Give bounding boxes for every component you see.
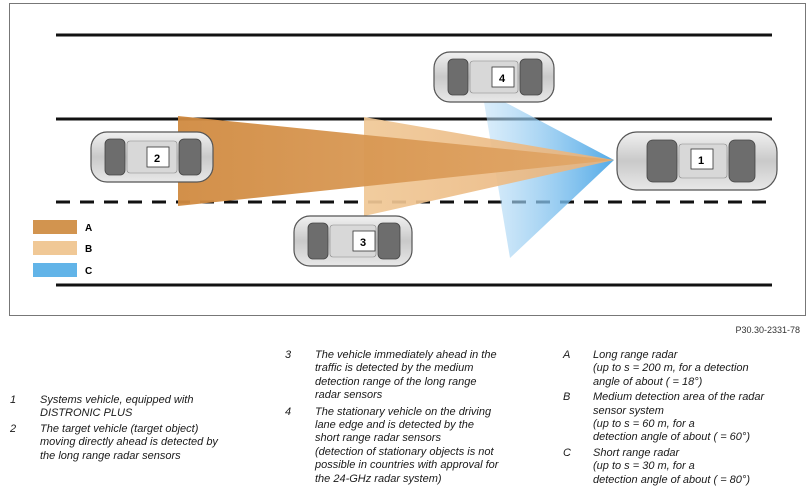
legend-label-c: C — [85, 266, 92, 277]
vehicle-1: 1 — [616, 131, 778, 191]
caption-column-vehicles-1-2: 1 Systems vehicle, equipped with DISTRON… — [10, 394, 260, 463]
caption-item-2: 2 The target vehicle (target object) mov… — [10, 423, 260, 463]
vehicle-1-number: 1 — [698, 155, 704, 167]
caption-item-b: B Medium detection area of the radar sen… — [563, 391, 803, 445]
caption-key: C — [563, 446, 571, 459]
caption-text: Medium detection area of the radar senso… — [593, 391, 765, 444]
caption-text: The target vehicle (target object) movin… — [40, 422, 218, 462]
vehicle-3: 3 — [293, 215, 413, 267]
legend-swatch-a — [33, 220, 77, 234]
caption-key: 4 — [285, 405, 292, 418]
caption-key: 3 — [285, 349, 292, 361]
caption-text: Long range radar (up to s = 200 m, for a… — [593, 349, 749, 388]
legend-swatch-b — [33, 241, 77, 255]
caption-key: 1 — [10, 394, 17, 406]
caption-key: 2 — [10, 422, 17, 435]
caption-key: A — [563, 349, 571, 361]
vehicle-4-number: 4 — [499, 73, 506, 85]
caption-text: Systems vehicle, equipped with DISTRONIC… — [40, 394, 194, 420]
caption-item-3: 3 The vehicle immediately ahead in the t… — [285, 349, 540, 403]
caption-item-a: A Long range radar (up to s = 200 m, for… — [563, 349, 803, 389]
caption-item-1: 1 Systems vehicle, equipped with DISTRON… — [10, 394, 260, 421]
legend-label-b: B — [85, 244, 92, 255]
reference-code: P30.30-2331-78 — [735, 325, 800, 335]
radar-cone-long-range — [178, 116, 614, 206]
vehicle-3-number: 3 — [360, 237, 366, 249]
vehicle-2: 2 — [90, 131, 214, 183]
caption-column-radar-ranges: A Long range radar (up to s = 200 m, for… — [563, 349, 803, 487]
legend-label-a: A — [85, 223, 92, 234]
radar-diagram-canvas: A B C 1 2 3 — [33, 33, 778, 287]
caption-item-4: 4 The stationary vehicle on the driving … — [285, 406, 540, 486]
legend-swatch-c — [33, 263, 77, 277]
caption-key: B — [563, 391, 571, 404]
caption-text: Short range radar (up to s = 30 m, for a… — [593, 446, 750, 486]
vehicle-2-number: 2 — [154, 153, 160, 165]
caption-text: The stationary vehicle on the driving la… — [315, 405, 499, 485]
caption-text: The vehicle immediately ahead in the tra… — [315, 349, 497, 402]
caption-column-vehicles-3-4: 3 The vehicle immediately ahead in the t… — [285, 349, 540, 486]
caption-item-c: C Short range radar (up to s = 30 m, for… — [563, 447, 803, 487]
vehicle-4: 4 — [433, 51, 555, 103]
radar-diagram: A B C 1 2 3 — [9, 3, 806, 316]
